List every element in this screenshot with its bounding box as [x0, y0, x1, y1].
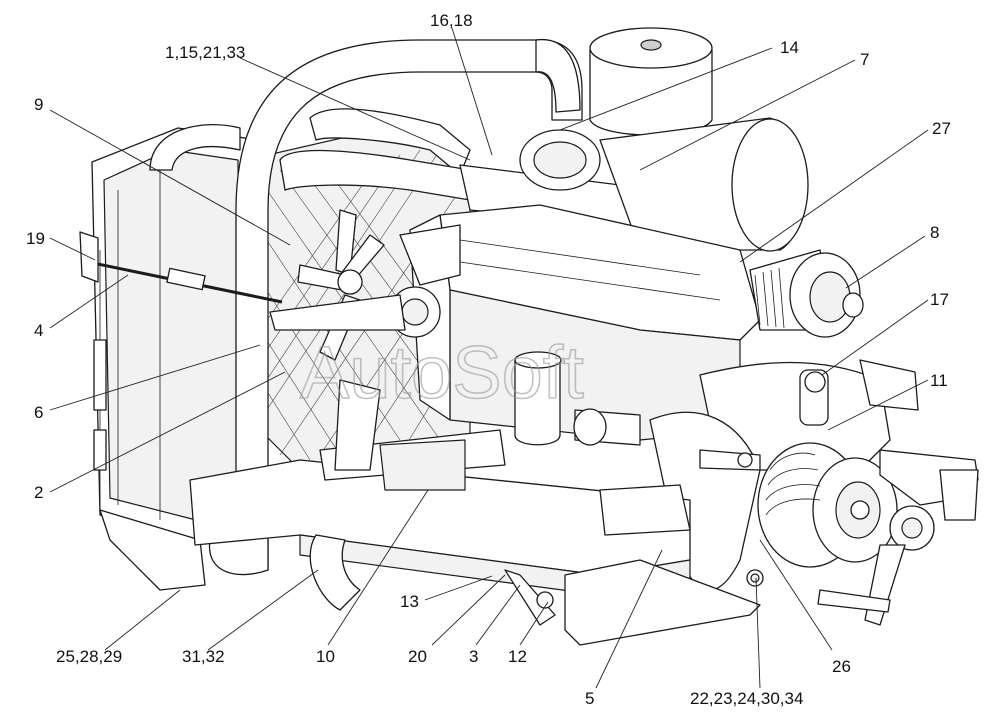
leader-3: [475, 584, 521, 646]
callout-3: 3: [469, 647, 478, 666]
leader-16-18: [451, 27, 493, 156]
callout-1-15-21-33: 1,15,21,33: [165, 43, 245, 62]
callout-19: 19: [26, 229, 45, 248]
base-frame: [189, 379, 764, 646]
leader-14: [559, 47, 773, 131]
leader-lines: [49, 27, 929, 689]
belt-drive: [649, 359, 919, 591]
callout-5: 5: [585, 689, 594, 708]
callout-8: 8: [930, 223, 939, 242]
leader-20: [431, 574, 506, 646]
leader-25-28-29: [104, 589, 181, 651]
callout-25-28-29: 25,28,29: [56, 647, 122, 666]
leader-27: [739, 129, 929, 263]
callout-16-18: 16,18: [430, 11, 473, 30]
leader-8: [845, 235, 926, 289]
engine-block: [269, 204, 761, 446]
leader-9: [49, 109, 291, 246]
callout-7: 7: [860, 50, 869, 69]
leader-1-15-21-33: [239, 57, 471, 161]
leader-2: [49, 371, 286, 493]
leader-10: [327, 489, 429, 646]
callout-13: 13: [400, 592, 419, 611]
right-bracket: [879, 449, 979, 521]
leader-31-32: [207, 569, 319, 651]
leader-13: [424, 575, 493, 601]
radiator: [91, 124, 263, 591]
callout-2: 2: [34, 483, 43, 502]
callout-31-32: 31,32: [182, 647, 225, 666]
callout-20: 20: [408, 647, 427, 666]
leader-22-23-24-30-34: [755, 577, 761, 689]
callout-labels: 16,18 1,15,21,33 14 7 9 27 19 8 4 17 6 1…: [26, 11, 951, 708]
callout-17: 17: [930, 290, 949, 309]
engine-line-drawing: [79, 27, 979, 646]
leader-4: [49, 274, 129, 329]
leader-26: [759, 539, 833, 651]
tie-rod: [79, 231, 283, 304]
leader-12: [519, 601, 549, 646]
callout-12: 12: [508, 647, 527, 666]
callout-26: 26: [832, 657, 851, 676]
callout-22-23-24-30-34: 22,23,24,30,34: [690, 689, 803, 708]
watermark: AutoSoft: [300, 331, 584, 414]
callout-14: 14: [780, 38, 799, 57]
callout-4: 4: [34, 321, 43, 340]
leader-17: [821, 299, 929, 376]
callout-11: 11: [930, 371, 948, 390]
callout-9: 9: [34, 95, 43, 114]
leader-5: [595, 549, 663, 689]
leader-11: [827, 379, 929, 431]
callout-27: 27: [932, 119, 951, 138]
leader-7: [639, 59, 856, 171]
callout-10: 10: [316, 647, 335, 666]
clutch-pulley: [757, 442, 935, 626]
pulley-8: [749, 249, 864, 338]
leader-6: [49, 344, 261, 411]
air-filter: [519, 27, 809, 252]
leader-19: [49, 237, 96, 261]
callout-6: 6: [34, 403, 43, 422]
